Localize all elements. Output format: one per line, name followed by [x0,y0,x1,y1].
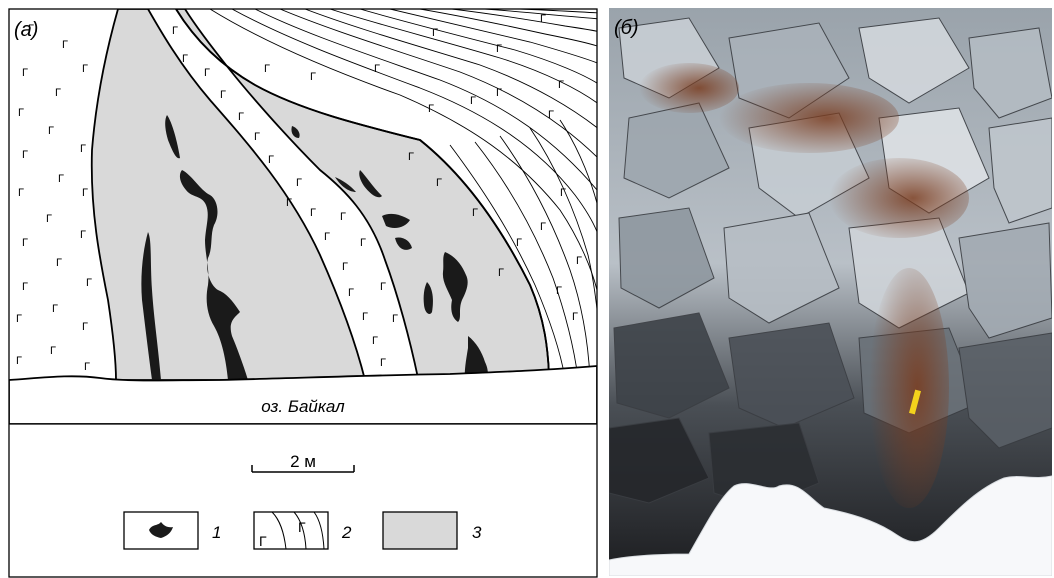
svg-text:Г: Г [238,111,244,123]
svg-text:Г: Г [310,71,316,83]
svg-text:Г: Г [204,67,210,79]
svg-text:Г: Г [470,95,476,107]
svg-text:Г: Г [58,173,64,185]
svg-text:Г: Г [50,345,56,357]
svg-text:Г: Г [558,79,564,91]
rust-stain-upper [719,83,899,153]
svg-text:Г: Г [286,197,292,209]
svg-text:Г: Г [18,187,24,199]
legend-g-symbol-b: Г [298,519,306,535]
gray-unit-left [90,9,367,381]
svg-text:Г: Г [428,103,434,115]
svg-text:Г: Г [432,27,438,39]
svg-text:Г: Г [496,43,502,55]
svg-text:Г: Г [84,361,90,373]
svg-text:Г: Г [374,63,380,75]
svg-text:Г: Г [82,187,88,199]
rust-stain-vein [869,268,949,508]
svg-text:Г: Г [362,311,368,323]
svg-text:Г: Г [572,311,578,323]
panel-b-label: (б) [614,17,639,39]
svg-text:Г: Г [560,187,566,199]
svg-text:Г: Г [380,357,386,369]
svg-text:Г: Г [498,267,504,279]
svg-text:Г: Г [380,281,386,293]
svg-text:Г: Г [324,231,330,243]
layered-zone-boundary [175,9,550,376]
svg-text:Г: Г [16,355,22,367]
legend-g-symbol-a: Г [259,533,267,549]
svg-text:Г: Г [348,287,354,299]
svg-text:Г: Г [576,255,582,267]
snow-ice [609,475,1052,576]
svg-text:Г: Г [48,125,54,137]
svg-text:Г: Г [540,13,546,25]
legend-number-3: 3 [472,523,482,542]
svg-text:Г: Г [310,207,316,219]
svg-text:Г: Г [296,177,302,189]
svg-text:Г: Г [22,149,28,161]
outcrop-photo-panel: (б) [609,8,1052,576]
panel-a-label: (а) [14,19,38,41]
svg-text:Г: Г [556,285,562,297]
svg-text:Г: Г [540,221,546,233]
legend-number-1: 1 [212,523,221,542]
svg-text:Г: Г [220,89,226,101]
svg-text:Г: Г [264,63,270,75]
svg-text:Г: Г [82,321,88,333]
svg-text:Г: Г [496,87,502,99]
svg-text:Г: Г [46,213,52,225]
svg-text:Г: Г [254,131,260,143]
lake-label: оз. Байкал [261,397,345,416]
rust-stain-center [829,158,969,238]
svg-text:Г: Г [22,281,28,293]
svg-text:Г: Г [182,53,188,65]
svg-text:Г: Г [52,303,58,315]
svg-text:Г: Г [56,257,62,269]
layered-lines [209,9,597,379]
svg-text:Г: Г [548,109,554,121]
svg-text:Г: Г [268,154,274,166]
svg-text:Г: Г [16,313,22,325]
svg-text:Г: Г [18,107,24,119]
svg-text:Г: Г [82,63,88,75]
svg-text:Г: Г [28,23,34,35]
legend-black-body-symbol [149,522,173,538]
svg-text:Г: Г [372,335,378,347]
svg-text:Г: Г [436,177,442,189]
svg-text:Г: Г [342,261,348,273]
scale-label: 2 м [290,452,316,471]
svg-text:Г: Г [22,67,28,79]
svg-text:Г: Г [172,25,178,37]
legend-number-2: 2 [341,523,352,542]
scale-bar: 2 м [251,452,355,473]
svg-text:Г: Г [472,207,478,219]
hammer-handle [908,389,922,415]
svg-text:Г: Г [55,87,61,99]
svg-text:Г: Г [80,229,86,241]
svg-text:Г: Г [22,237,28,249]
svg-text:Г: Г [80,143,86,155]
rust-stain-left [639,63,739,113]
legend-box-3 [382,511,458,550]
lake-shoreline [9,365,597,424]
svg-text:Г: Г [516,237,522,249]
black-bodies [141,115,488,380]
svg-text:Г: Г [408,151,414,163]
geological-sketch-panel: Г Г Г Г Г Г Г Г Г Г Г Г Г Г Г Г Г Г Г Г Г Г Г Г Г Г Г… [8,8,598,578]
legend-box-2 [253,511,329,550]
svg-text:Г: Г [340,211,346,223]
svg-text:Г: Г [86,277,92,289]
svg-text:Г: Г [62,39,68,51]
g-symbols: Г Г Г Г Г Г Г Г Г Г Г Г Г Г Г Г Г Г Г Г Г Г Г Г Г Г Г… [16,13,582,373]
legend: 1 Г Г 2 3 [123,511,482,550]
svg-text:Г: Г [392,313,398,325]
svg-text:Г: Г [360,237,366,249]
